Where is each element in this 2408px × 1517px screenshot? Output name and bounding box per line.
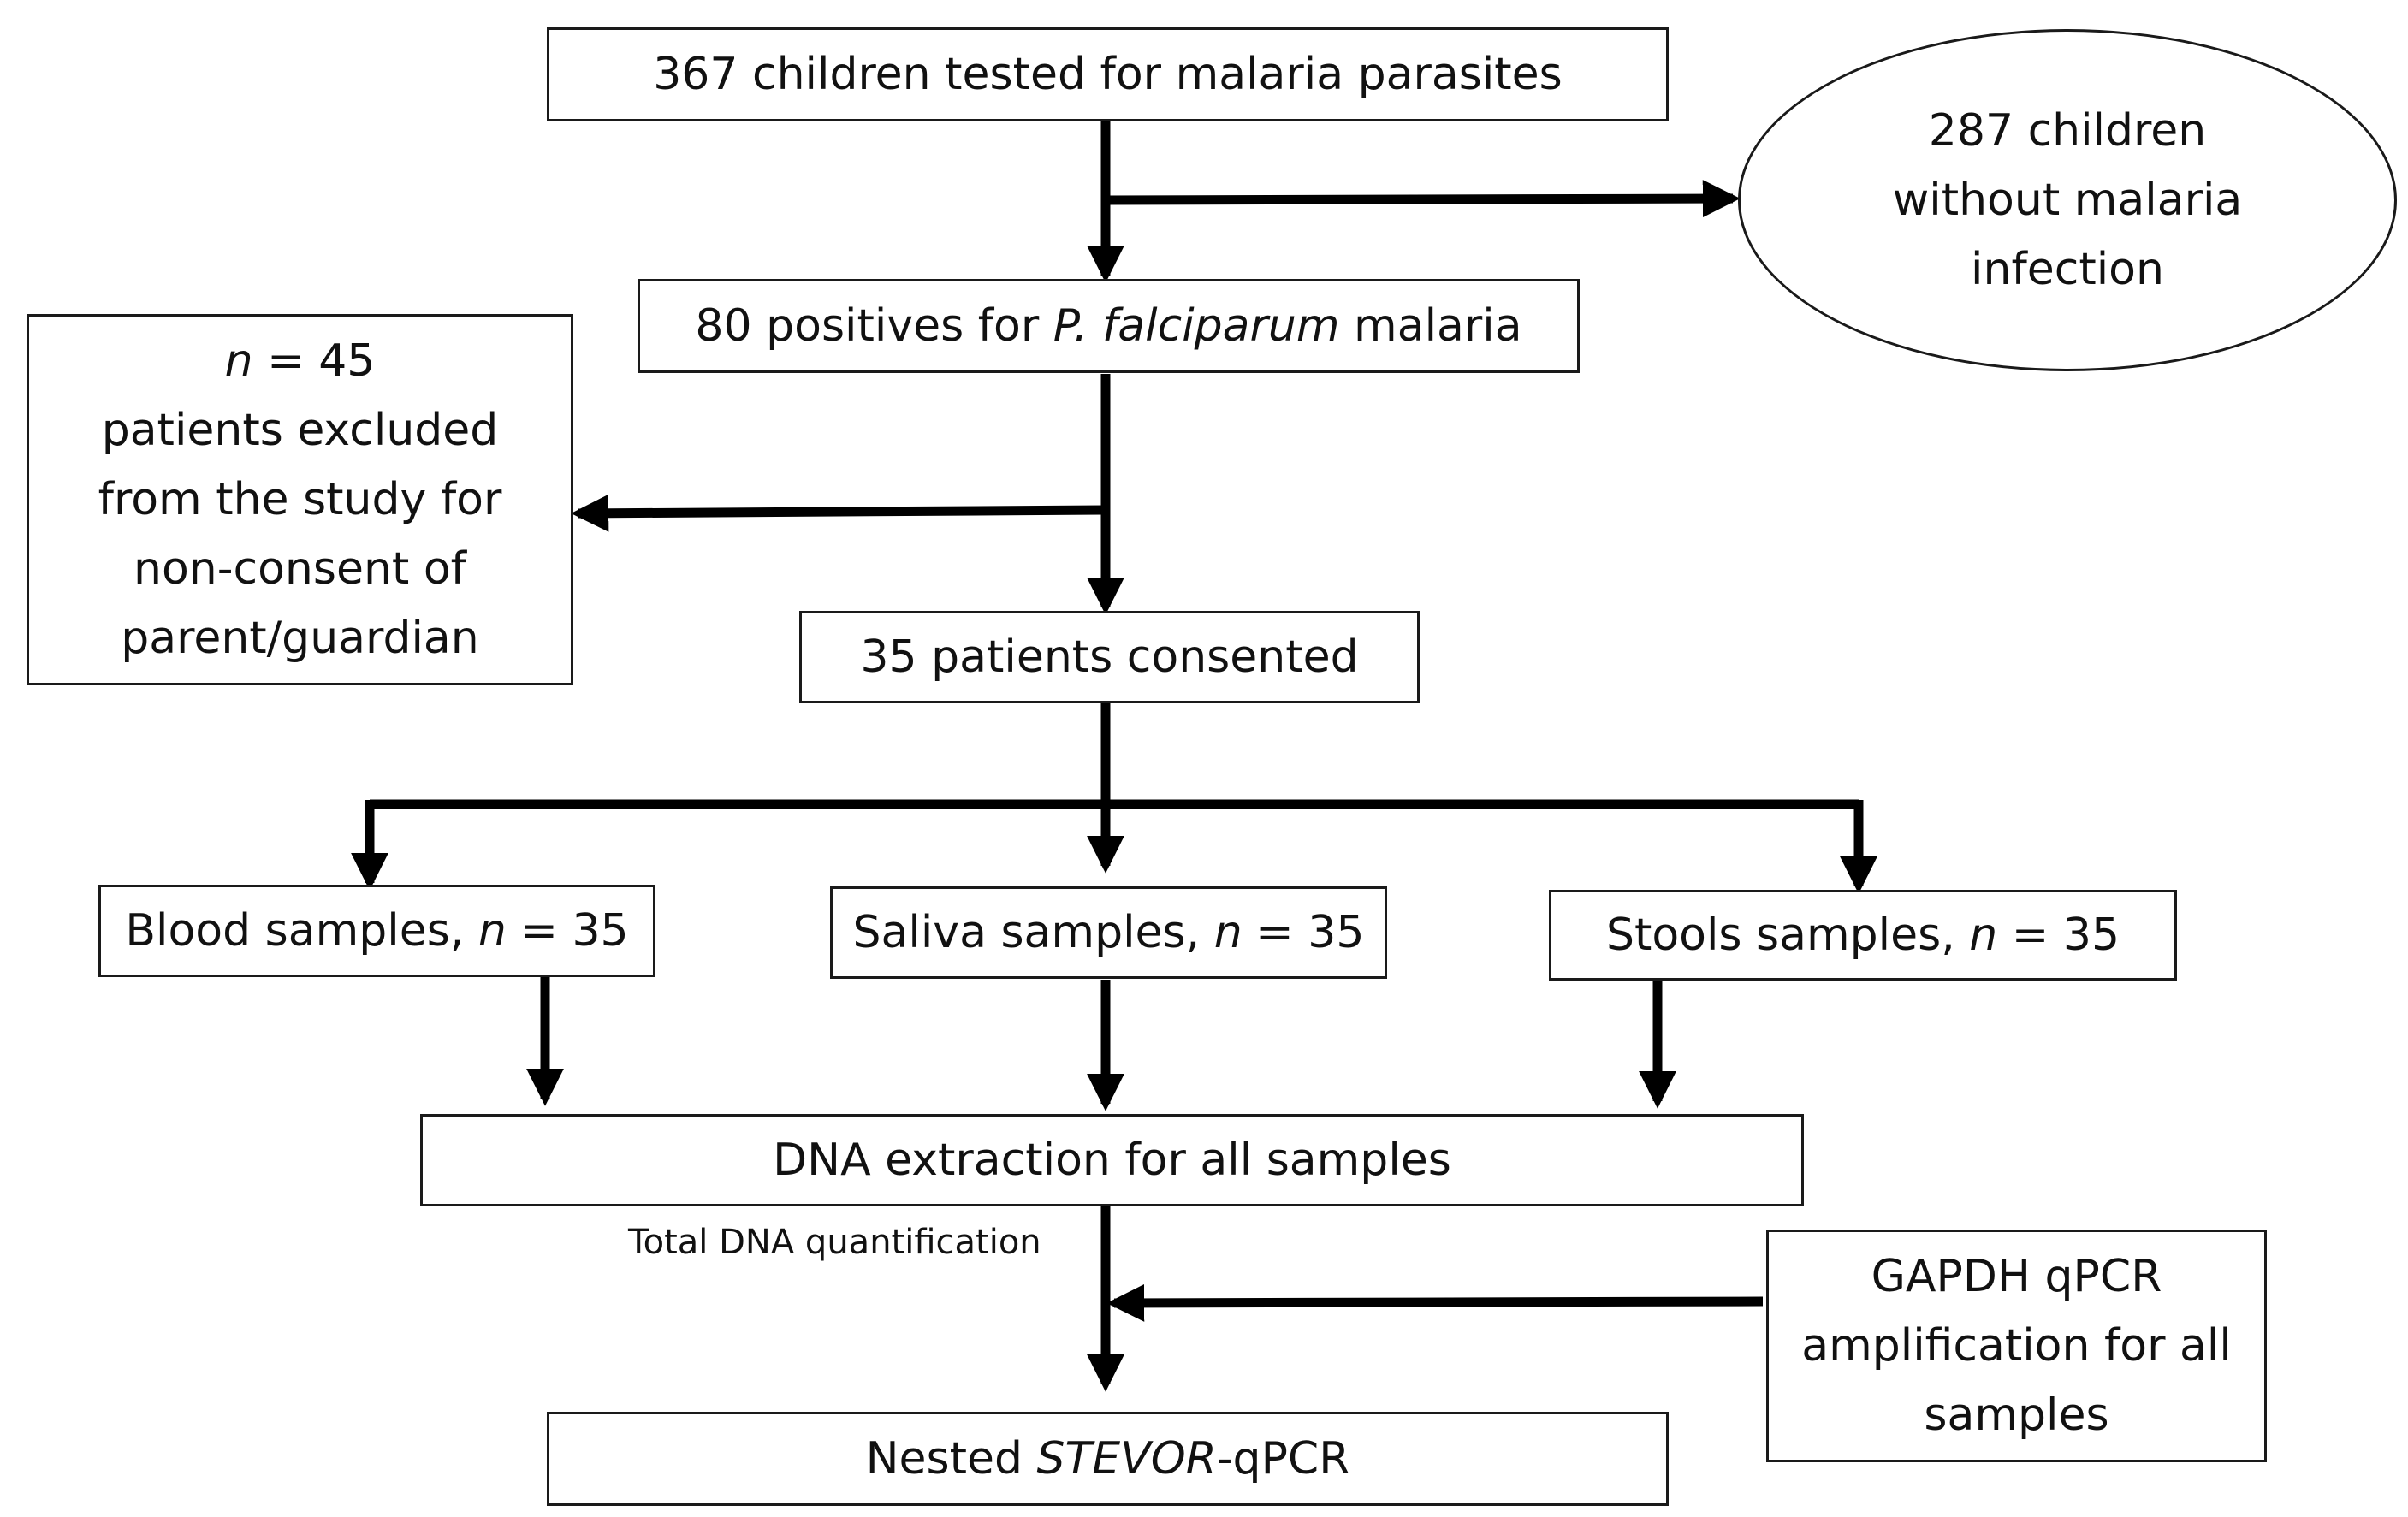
saliva-text-n: n: [1213, 906, 1243, 958]
node-positives-label: 80 positives for P. falciparum malaria: [695, 292, 1521, 361]
node-gapdh-line-2: amplification for all: [1801, 1319, 2232, 1372]
stools-text-post: = 35: [1997, 909, 2120, 961]
node-without-line-1: 287 children: [1928, 104, 2207, 157]
node-stools-samples: Stools samples, n = 35: [1549, 890, 2177, 981]
node-excluded-line-1: patients excluded: [101, 404, 499, 456]
node-excluded: n = 45 patients excluded from the study …: [27, 314, 573, 685]
node-positives: 80 positives for P. falciparum malaria: [638, 279, 1580, 373]
node-excluded-line-4: parent/guardian: [121, 612, 479, 664]
node-blood-samples: Blood samples, n = 35: [98, 885, 655, 977]
blood-text-post: = 35: [506, 904, 629, 957]
nested-text-pre: Nested: [865, 1432, 1037, 1484]
excluded-n: n: [224, 335, 253, 387]
positives-text-pre: 80 positives for: [695, 299, 1053, 352]
excluded-n-value: = 45: [252, 335, 376, 387]
node-dna-label: DNA extraction for all samples: [773, 1134, 1451, 1186]
arrow-to-excluded: [571, 494, 1106, 532]
node-excluded-count: n = 45: [225, 327, 376, 396]
node-saliva-label: Saliva samples, n = 35: [853, 898, 1365, 968]
node-without-malaria: 287 children without malaria infection: [1738, 29, 2397, 371]
node-without-line-3: infection: [1971, 243, 2164, 295]
node-dna-extraction: DNA extraction for all samples: [420, 1114, 1804, 1206]
nested-text-post: -qPCR: [1216, 1432, 1350, 1484]
saliva-text-pre: Saliva samples,: [852, 906, 1214, 958]
node-consented: 35 patients consented: [799, 611, 1420, 703]
node-gapdh-line-3: samples: [1924, 1389, 2109, 1441]
node-nested-stevor: Nested STEVOR-qPCR: [547, 1412, 1669, 1506]
node-gapdh: GAPDH qPCR amplification for all samples: [1766, 1230, 2267, 1462]
positives-text-post: malaria: [1339, 299, 1522, 352]
node-nested-label: Nested STEVOR-qPCR: [866, 1425, 1350, 1494]
node-without-line-2: without malaria: [1892, 174, 2243, 226]
node-tested-label: 367 children tested for malaria parasite…: [653, 48, 1563, 100]
node-gapdh-line-1: GAPDH qPCR: [1871, 1250, 2162, 1302]
nested-text-gene: STEVOR: [1036, 1432, 1217, 1484]
node-excluded-line-3: non-consent of: [133, 542, 466, 595]
positives-text-species: P. falciparum: [1053, 299, 1340, 352]
blood-text-pre: Blood samples,: [125, 904, 478, 957]
arrow-to-without: [1105, 180, 1741, 218]
stools-text-n: n: [1969, 909, 1998, 961]
node-blood-label: Blood samples, n = 35: [125, 897, 628, 966]
stools-text-pre: Stools samples,: [1605, 909, 1970, 961]
arrow-gapdh-to-main: [1106, 1283, 1764, 1322]
blood-text-n: n: [477, 904, 507, 957]
node-tested: 367 children tested for malaria parasite…: [547, 27, 1669, 121]
node-consented-label: 35 patients consented: [860, 631, 1359, 683]
node-stools-label: Stools samples, n = 35: [1606, 901, 2120, 970]
node-excluded-line-2: from the study for: [98, 473, 502, 525]
annotation-total-dna: Total DNA quantification: [628, 1223, 1041, 1262]
node-saliva-samples: Saliva samples, n = 35: [830, 886, 1387, 979]
saliva-text-post: = 35: [1242, 906, 1365, 958]
